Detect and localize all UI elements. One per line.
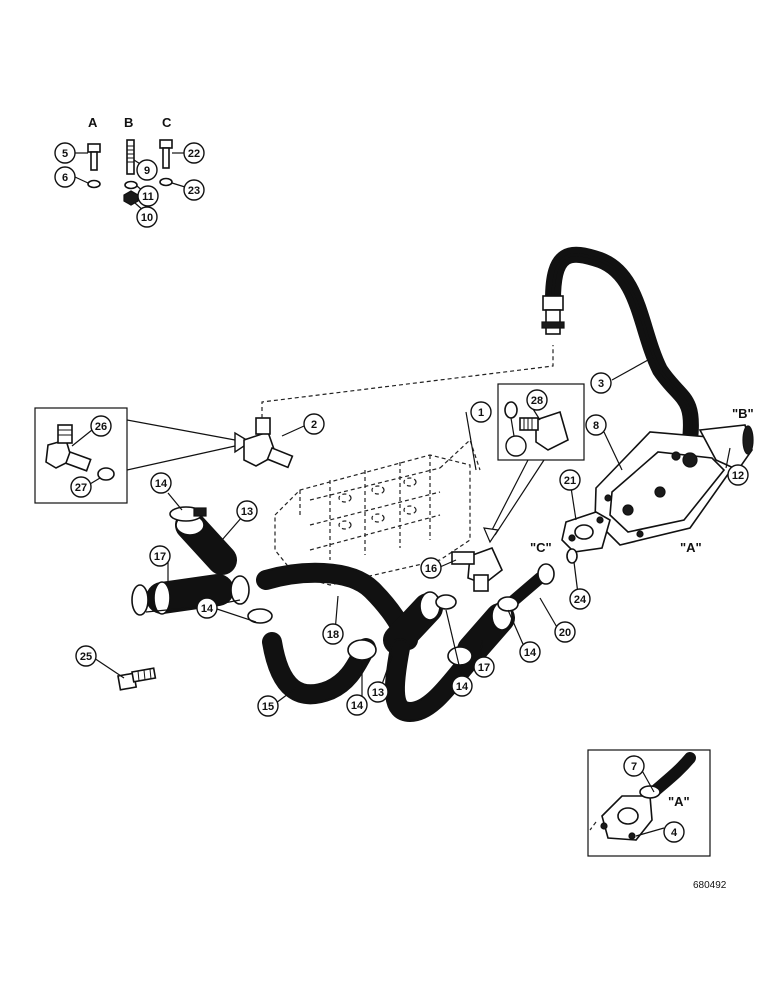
hydraulic-pump xyxy=(594,424,754,546)
clamp-14-mid xyxy=(347,639,377,661)
view-label-b: "B" xyxy=(732,406,754,421)
callout-14-c: 14 xyxy=(524,647,537,659)
clamp-14-righthigh xyxy=(497,596,519,612)
arrow-head-27 xyxy=(483,527,500,544)
callout-10: 10 xyxy=(141,212,153,224)
callout-5: 5 xyxy=(62,148,68,160)
hose-3 xyxy=(541,246,699,448)
view-letters: "B" "A" "C" "A" xyxy=(530,406,754,809)
lockwasher-b xyxy=(124,180,138,190)
bolt-c xyxy=(159,139,173,169)
inset-elbow-25 xyxy=(34,407,128,504)
callout-16: 16 xyxy=(425,563,437,575)
clamp-14-right xyxy=(230,575,250,605)
callout-14-b: 14 xyxy=(201,603,214,615)
callout-13-b: 13 xyxy=(372,687,384,699)
dashed-leader-hose xyxy=(261,345,554,418)
callout-19: 20 xyxy=(559,627,571,639)
callout-14-a: 14 xyxy=(155,478,168,490)
inset-flange-view xyxy=(587,749,711,857)
callout-17-a: 17 xyxy=(154,551,166,563)
view-label-c: "C" xyxy=(530,540,552,555)
callout-26: 27 xyxy=(75,482,87,494)
callout-18: 18 xyxy=(327,629,339,641)
callout-25: 26 xyxy=(95,421,107,433)
elbow-tube-19 xyxy=(506,563,555,608)
callout-15: 15 xyxy=(262,701,274,713)
view-label-a-inset: "A" xyxy=(668,794,690,809)
arrow-line-27-b xyxy=(491,459,529,531)
callout-14-e: 14 xyxy=(351,700,364,712)
sleeve-17-left xyxy=(146,574,234,615)
hose-13-center xyxy=(383,591,443,655)
inset-elbow-27 xyxy=(497,383,585,461)
callout-24: 25 xyxy=(80,651,92,663)
hose-13-upper xyxy=(175,510,237,575)
column-label-c: C xyxy=(162,115,172,130)
elbow-fitting-25 xyxy=(45,424,92,472)
callout-2: 2 xyxy=(311,419,317,431)
callout-12: 12 xyxy=(732,470,744,482)
callout-7: 7 xyxy=(631,761,637,773)
callout-6: 6 xyxy=(62,172,68,184)
nut-b xyxy=(123,190,139,206)
column-label-a: A xyxy=(88,115,98,130)
washer-c xyxy=(159,177,173,187)
control-valve-dashed xyxy=(274,438,481,586)
callout-20: 21 xyxy=(564,475,576,487)
column-label-b: B xyxy=(124,115,133,130)
stud-b xyxy=(126,139,135,175)
clamp-14-center xyxy=(435,594,457,610)
inset-flange-drawing xyxy=(589,752,696,841)
callout-9: 9 xyxy=(144,165,150,177)
elbow-fitting-2 xyxy=(243,417,294,469)
callout-22: 23 xyxy=(188,185,200,197)
clamp-14-upper xyxy=(169,506,207,522)
callout-8: 8 xyxy=(593,420,599,432)
clamp-14-rightlow xyxy=(447,646,473,666)
clamp-14-left xyxy=(131,584,149,616)
elbow-fitting-16 xyxy=(451,546,503,592)
bolt-a xyxy=(87,143,101,171)
callout-27: 28 xyxy=(531,395,543,407)
callout-21: 22 xyxy=(188,148,200,160)
clamp-14-lower xyxy=(247,608,273,624)
view-label-a: "A" xyxy=(680,540,702,555)
callout-circles xyxy=(54,142,749,843)
o-ring-23 xyxy=(566,548,578,564)
callout-3: 3 xyxy=(598,378,604,390)
callout-4: 4 xyxy=(671,827,678,839)
plug-24 xyxy=(117,667,157,691)
arrow-line-inset xyxy=(126,419,236,441)
tube-15 xyxy=(262,632,376,705)
flange-20 xyxy=(561,511,611,553)
callout-11: 11 xyxy=(142,191,154,203)
arrow-line-27-a xyxy=(494,459,545,536)
o-ring-26 xyxy=(97,467,115,481)
callout-14-d: 14 xyxy=(456,681,469,693)
fastener-legend: A B C xyxy=(87,115,173,206)
callout-17-b: 17 xyxy=(478,662,490,674)
callout-numbers: 5 6 9 11 10 22 23 1 2 3 8 12 26 27 28 14… xyxy=(62,148,744,839)
callout-13-a: 13 xyxy=(241,506,253,518)
o-ring-28 xyxy=(504,401,518,419)
figure-code: 680492 xyxy=(693,880,727,891)
arrow-line-inset-b xyxy=(126,445,236,471)
callout-1: 1 xyxy=(478,407,484,419)
elbow-fitting-27 xyxy=(519,410,569,451)
washer-a xyxy=(87,179,101,189)
callout-23: 24 xyxy=(574,594,587,606)
arrow-head-inset xyxy=(234,431,252,454)
